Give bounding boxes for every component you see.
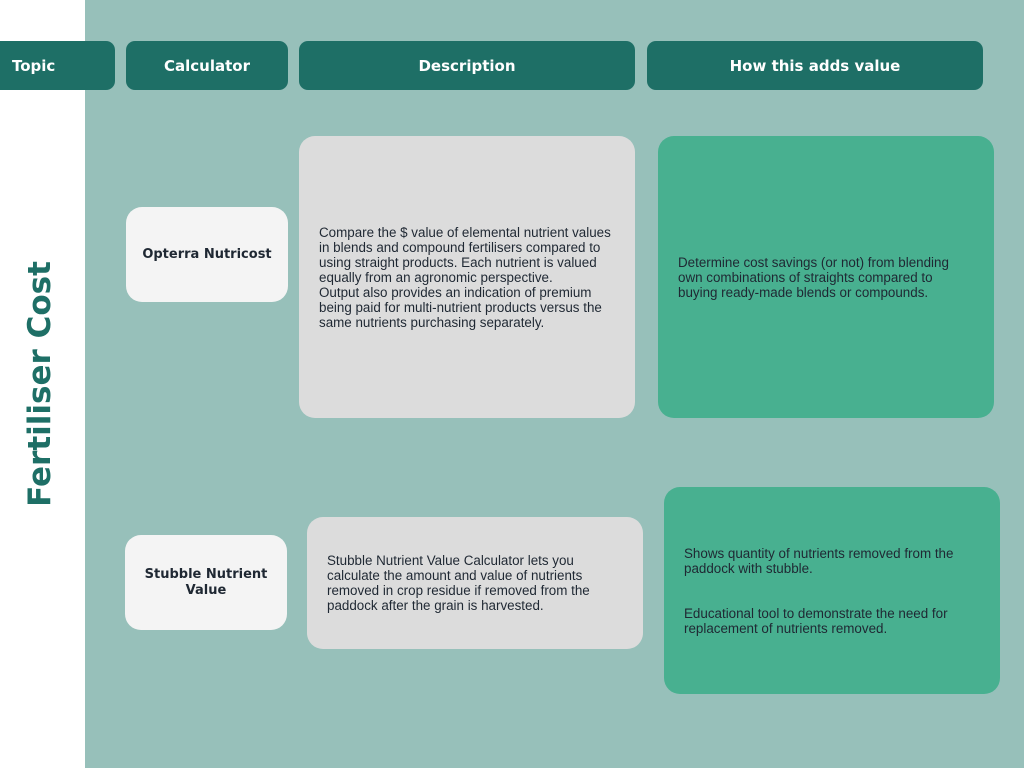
calculator-stubble-nutrient-value: Stubble Nutrient Value xyxy=(125,535,287,630)
value-box-2: Shows quantity of nutrients removed from… xyxy=(664,487,1000,694)
calculator-opterra-nutricost: Opterra Nutricost xyxy=(126,207,288,302)
description-text: Output also provides an indication of pr… xyxy=(319,284,602,330)
value-box-1: Determine cost savings (or not) from ble… xyxy=(658,136,994,418)
topic-label: Fertiliser Cost xyxy=(22,261,58,507)
description-text: Stubble Nutrient Value Calculator lets y… xyxy=(327,553,590,613)
description-box-2: Stubble Nutrient Value Calculator lets y… xyxy=(307,517,643,649)
left-strip xyxy=(0,0,85,768)
header-topic: Topic xyxy=(0,41,115,90)
description-text: Compare the $ value of elemental nutrien… xyxy=(319,224,611,285)
header-calculator: Calculator xyxy=(126,41,288,90)
description-box-1: Compare the $ value of elemental nutrien… xyxy=(299,136,635,418)
header-description: Description xyxy=(299,41,635,90)
header-value: How this adds value xyxy=(647,41,983,90)
value-text: Educational tool to demonstrate the need… xyxy=(684,605,948,636)
value-text: Shows quantity of nutrients removed from… xyxy=(684,545,954,576)
value-text: Determine cost savings (or not) from ble… xyxy=(678,254,949,300)
